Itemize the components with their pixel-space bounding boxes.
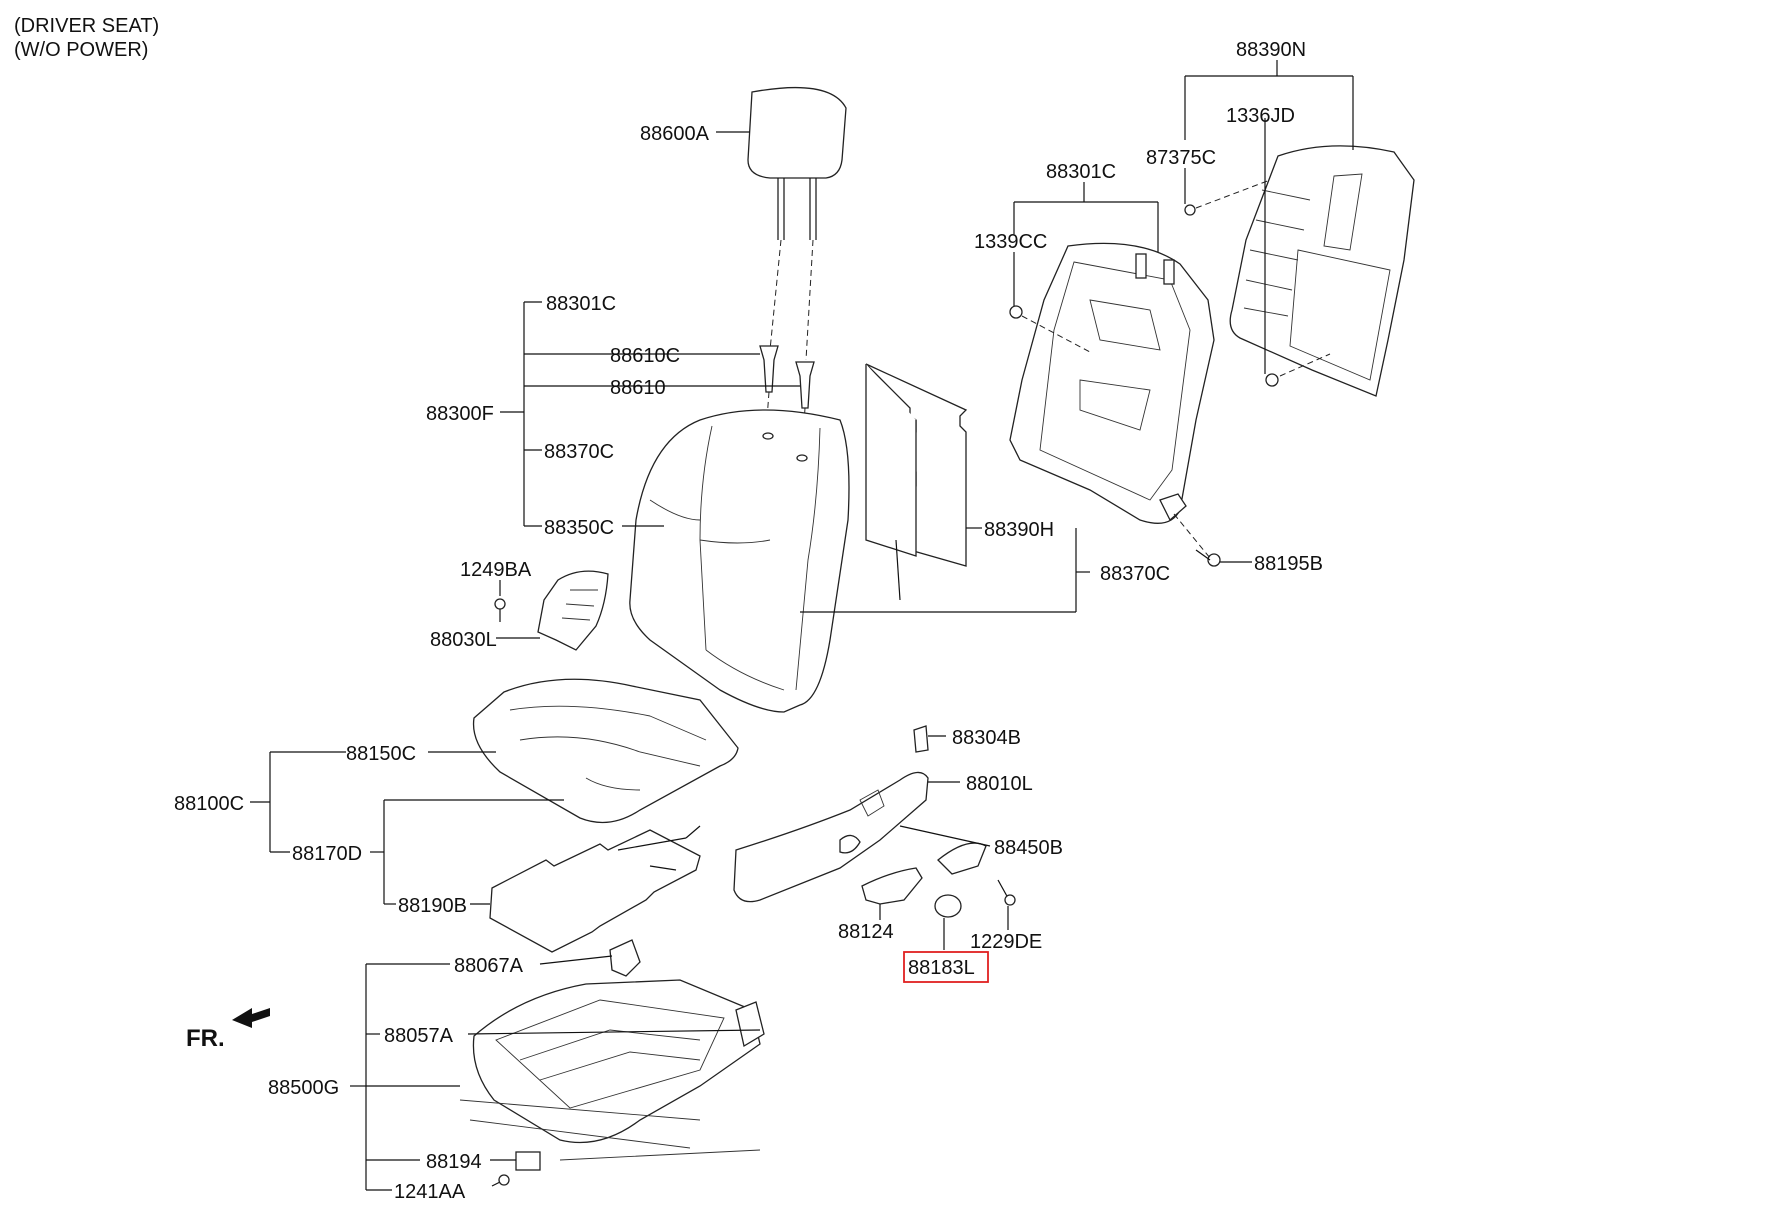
label-1336JD: 1336JD [1226, 105, 1295, 127]
front-direction-label: FR. [186, 1025, 225, 1052]
label-1229DE: 1229DE [970, 931, 1042, 953]
headrest-drawing [747, 86, 847, 361]
label-88194: 88194 [426, 1151, 482, 1173]
label-1249BA: 1249BA [460, 559, 532, 581]
label-88301C-top: 88301C [1046, 161, 1116, 183]
lumbar-pad-drawing [865, 363, 968, 601]
label-1339CC: 1339CC [974, 231, 1047, 253]
side-shield-drawing [733, 725, 929, 903]
seat-back-frame-drawing [1009, 242, 1215, 524]
label-88124: 88124 [838, 921, 894, 943]
label-88304B: 88304B [952, 727, 1021, 749]
seat-back-panel-drawing [1184, 145, 1415, 397]
label-88030L: 88030L [430, 629, 497, 651]
label-88610C: 88610C [610, 345, 680, 367]
seat-track-frame-drawing [459, 939, 765, 1187]
label-88195B: 88195B [1254, 553, 1323, 575]
label-88183L: 88183L [908, 957, 975, 979]
label-88150C: 88150C [346, 743, 416, 765]
label-88057A: 88057A [384, 1025, 454, 1047]
label-88390N: 88390N [1236, 39, 1306, 61]
cushion-heater-drawing [489, 825, 701, 953]
screw-drawing [997, 879, 1016, 906]
label-88370C-left: 88370C [544, 441, 614, 463]
front-direction-indicator: FR. [186, 1008, 270, 1052]
label-88450B: 88450B [994, 837, 1063, 859]
leader-lines [250, 60, 1354, 1191]
label-1241AA: 1241AA [394, 1181, 466, 1203]
highlight-box-88183L [903, 951, 989, 983]
label-88390H: 88390H [984, 519, 1054, 541]
seat-cushion-drawing [472, 678, 739, 824]
label-88010L: 88010L [966, 773, 1033, 795]
header-driver-seat: (DRIVER SEAT) [14, 15, 159, 37]
label-88301C: 88301C [546, 293, 616, 315]
label-88100C: 88100C [174, 793, 244, 815]
callout-labels: 88390N 1336JD 87375C 88301C 1339CC 88600… [174, 39, 1323, 1203]
side-trim-drawing [494, 570, 609, 651]
label-88190B: 88190B [398, 895, 467, 917]
label-87375C: 87375C [1146, 147, 1216, 169]
label-88610: 88610 [610, 377, 666, 399]
label-88170D: 88170D [292, 843, 362, 865]
label-88500G: 88500G [268, 1077, 339, 1099]
recliner-lever-drawing [861, 867, 923, 905]
label-88067A: 88067A [454, 955, 524, 977]
header-without-power: (W/O POWER) [14, 39, 148, 61]
knob-drawing [937, 842, 987, 875]
cap-drawing [934, 894, 962, 918]
label-88600A: 88600A [640, 123, 710, 145]
label-88300F: 88300F [426, 403, 494, 425]
label-88370C-right: 88370C [1100, 563, 1170, 585]
label-88350C: 88350C [544, 517, 614, 539]
seat-back-drawing [629, 409, 850, 713]
